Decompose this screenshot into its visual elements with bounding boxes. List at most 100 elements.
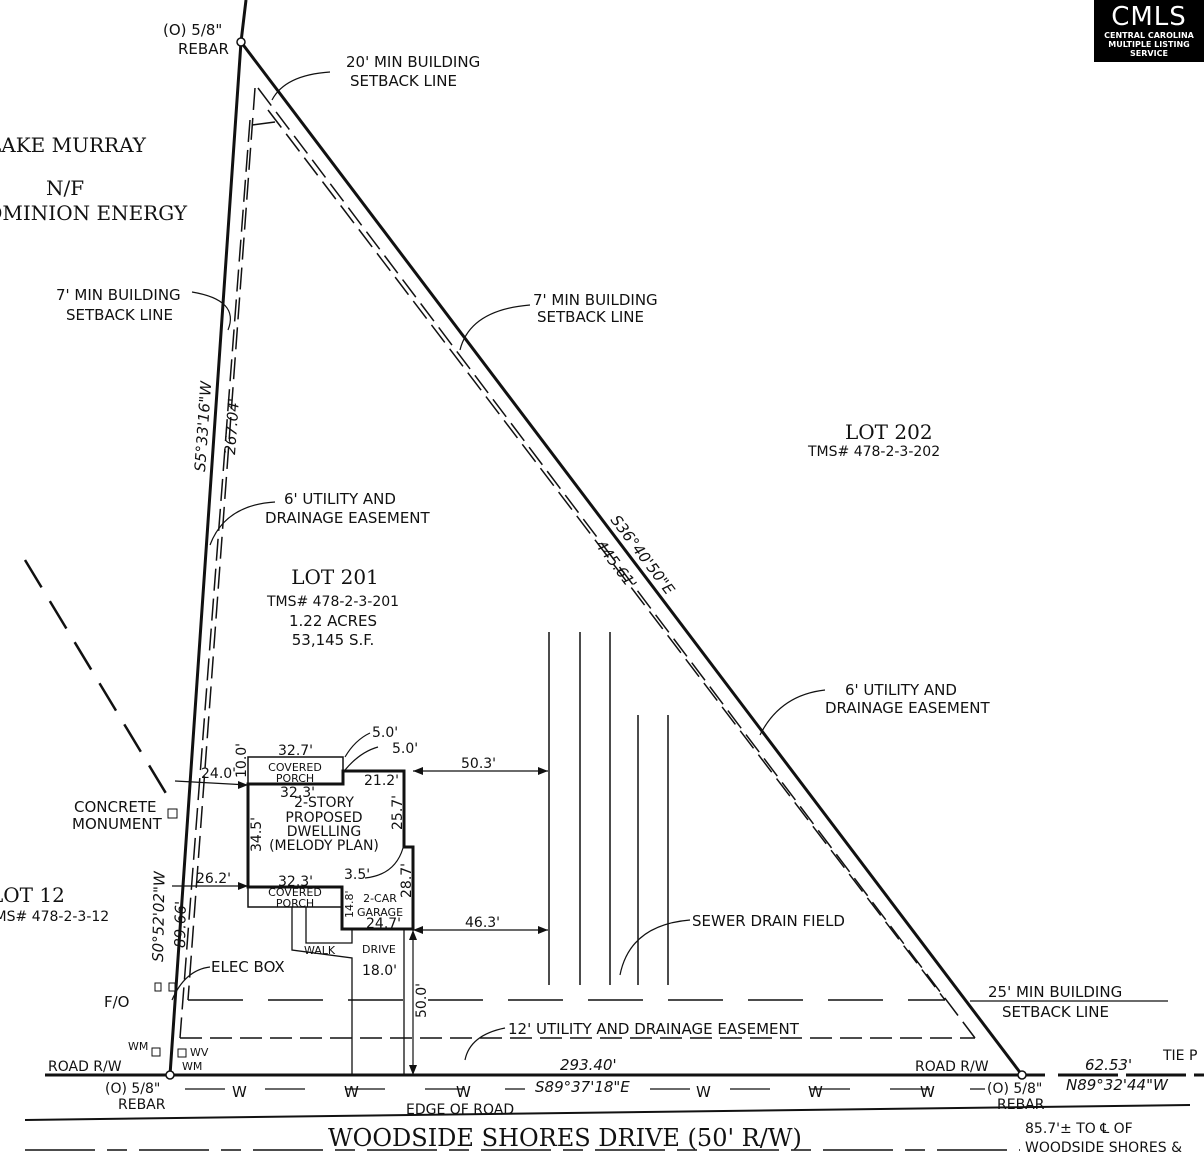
lot201-sqft: 53,145 S.F.: [292, 631, 375, 649]
setback-25-label: 25' MIN BUILDING: [988, 983, 1122, 1001]
tie-distance: 62.53': [1085, 1056, 1132, 1074]
dim-to-west-rear: 26.2': [196, 871, 231, 887]
concrete-monument-label-2: MONUMENT: [72, 815, 163, 833]
easement-6-left-label: 6' UTILITY AND: [284, 490, 396, 508]
fo-label: F/O: [104, 993, 130, 1011]
svg-text:W: W: [808, 1083, 823, 1101]
drive-label: DRIVE: [362, 943, 396, 956]
dim-to-west-front: 24.0': [201, 766, 236, 782]
lot12-tms: TMS# 478-2-3-12: [0, 909, 109, 925]
lot201-name: LOT 201: [291, 565, 379, 589]
west-distance: 267.04': [221, 398, 243, 456]
wm-left-label: WM: [128, 1040, 148, 1053]
arrowheads: [238, 767, 548, 1075]
south-bearing: S89°37'18"E: [535, 1078, 630, 1096]
wv-label: WV: [190, 1046, 209, 1059]
garage-label-2: GARAGE: [357, 906, 403, 919]
rebar-top-label: (O) 5/8": [163, 21, 222, 39]
logo-text: CMLS: [1111, 2, 1187, 32]
porch-front-label: COVERED: [268, 761, 322, 774]
west-setback-line: [187, 87, 256, 1001]
road-rw-left-label: ROAD R/W: [48, 1059, 122, 1075]
dim-porch-depth: 10.0': [234, 743, 250, 778]
cmls-logo: CMLS CENTRAL CAROLINA MULTIPLE LISTING S…: [1094, 0, 1204, 62]
elec-box-label: ELEC BOX: [211, 958, 285, 976]
dim-garage-width: 24.7': [366, 916, 401, 932]
rebar-right-marker: [1017, 1070, 1027, 1080]
lot202-name: LOT 202: [845, 420, 933, 444]
proposed-dwelling: [246, 756, 415, 1075]
easement-12-label: 12' UTILITY AND DRAINAGE EASEMENT: [508, 1020, 800, 1038]
tie-bearing: N89°32'44"W: [1066, 1076, 1169, 1094]
rebar-right-label: (O) 5/8": [987, 1081, 1042, 1097]
house-title-2: PROPOSED: [285, 810, 362, 826]
lake-owner: DOMINION ENERGY: [0, 201, 188, 225]
centerline-note: 85.7'± TO ℄ OF: [1025, 1121, 1133, 1137]
rebar-left-label-2: REBAR: [118, 1097, 166, 1113]
water-valve-icon: [177, 1048, 187, 1058]
centerline-note-2: WOODSIDE SHORES &: [1025, 1140, 1182, 1155]
lower-west-bearing: S0°52'02"W: [149, 870, 169, 962]
wm-right-label: WM: [182, 1060, 202, 1073]
dim-garage-side: 14.8': [343, 890, 356, 918]
east-boundary: [239, 41, 1024, 1076]
dim-to-field-bottom: 46.3': [465, 915, 500, 931]
lake-owner-prefix: N/F: [46, 176, 84, 200]
easement-6-left-label-2: DRAINAGE EASEMENT: [265, 509, 431, 527]
concrete-monument-marker: [167, 808, 178, 819]
adjacent-dashed-line: [23, 559, 172, 801]
house-title-3: DWELLING: [287, 824, 362, 840]
easement-6-right-label: 6' UTILITY AND: [845, 681, 957, 699]
rebar-top-label-2: REBAR: [178, 40, 229, 58]
dimension-lines: [171, 71, 826, 1075]
dim-right-upper: 25.7': [390, 795, 406, 830]
dim-drive-width: 18.0': [362, 963, 397, 979]
lot12-name: LOT 12: [0, 883, 65, 907]
setback-25-label-2: SETBACK LINE: [1002, 1003, 1109, 1021]
svg-text:W: W: [456, 1083, 471, 1101]
sewer-label: SEWER DRAIN FIELD: [692, 912, 845, 930]
rebar-left-marker: [165, 1070, 175, 1080]
elec-box-marker: [168, 982, 176, 992]
dim-offset-a: 5.0': [372, 725, 398, 741]
fo-marker: [154, 982, 162, 992]
east-setback-line: [257, 87, 976, 1039]
rebar-top-marker: [236, 37, 246, 47]
easement-6-right-label-2: DRAINAGE EASEMENT: [825, 699, 991, 717]
setback-7-right-label-2: SETBACK LINE: [537, 308, 644, 326]
setback-7-right-label: 7' MIN BUILDING: [533, 291, 658, 309]
concrete-monument-label: CONCRETE: [74, 798, 157, 816]
dim-to-road: 50.0': [414, 983, 430, 1018]
dim-right-top: 21.2': [364, 773, 399, 789]
svg-text:W: W: [344, 1083, 359, 1101]
dim-rear-width: 32.3': [278, 874, 313, 890]
porch-rear-label-2: PORCH: [276, 897, 314, 910]
house-title-4: (MELODY PLAN): [269, 838, 379, 854]
dim-left-side: 34.5': [249, 817, 265, 852]
water-line: W W W W W W: [185, 1083, 985, 1101]
house-title-1: 2-STORY: [294, 795, 354, 811]
water-meter-left-icon: [151, 1047, 161, 1057]
top-setback-line: [251, 121, 276, 126]
setback-20-label: 20' MIN BUILDING: [346, 53, 480, 71]
dim-offset-b: 5.0': [392, 741, 418, 757]
road-name: WOODSIDE SHORES DRIVE (50' R/W): [328, 1124, 802, 1152]
edge-of-road-label: EDGE OF ROAD: [406, 1102, 514, 1118]
dim-front-width: 32.3': [280, 785, 315, 801]
sewer-drain-field: [548, 632, 669, 985]
svg-text:W: W: [696, 1083, 711, 1101]
lake-name: LAKE MURRAY: [0, 133, 147, 157]
garage-label: 2-CAR: [363, 892, 397, 905]
setback-7-left-label-2: SETBACK LINE: [66, 306, 173, 324]
rebar-right-label-2: REBAR: [997, 1097, 1045, 1113]
west-easement-line: [179, 119, 251, 1039]
setback-7-left-label: 7' MIN BUILDING: [56, 286, 181, 304]
setback-20-label-2: SETBACK LINE: [350, 72, 457, 90]
rebar-left-label: (O) 5/8": [105, 1081, 160, 1097]
lot202-tms: TMS# 478-2-3-202: [807, 444, 940, 460]
porch-rear-label: COVERED: [268, 886, 322, 899]
lot201-acres: 1.22 ACRES: [289, 612, 377, 630]
dim-jog: 3.5': [344, 867, 370, 883]
